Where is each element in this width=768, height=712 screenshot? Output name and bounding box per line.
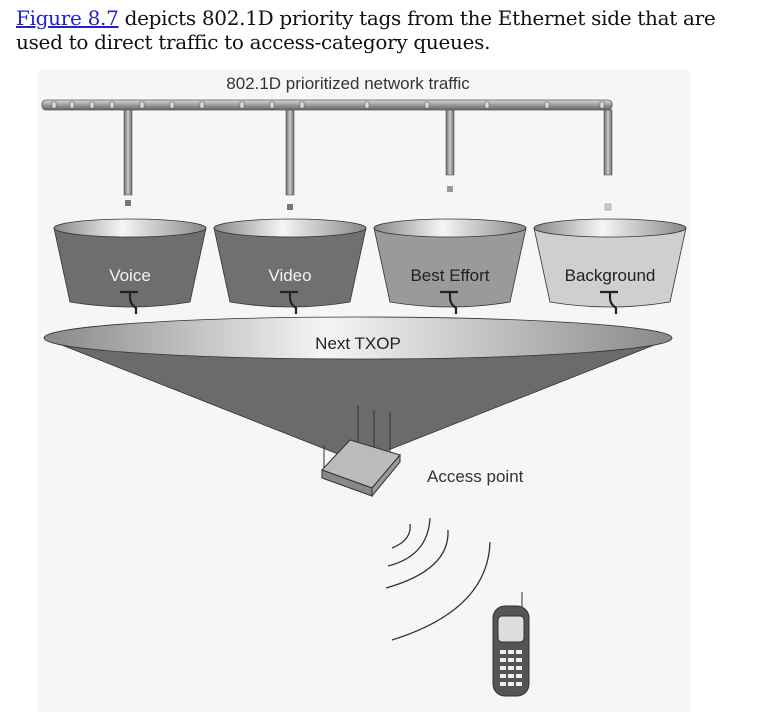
wireless-waves-icon [385, 517, 491, 641]
queue-label: Background [565, 266, 656, 285]
figure-title: 802.1D prioritized network traffic [226, 74, 470, 93]
figure-link[interactable]: Figure 8.7 [16, 6, 119, 30]
access-point-label: Access point [427, 467, 524, 486]
faucet-icon [600, 290, 618, 314]
faucet-icon [280, 290, 298, 314]
txop-label: Next TXOP [315, 334, 401, 353]
queue-bucket-voice: Voice [53, 218, 207, 314]
queue-label: Video [268, 266, 311, 285]
mobile-phone-icon [492, 592, 530, 697]
paragraph-text: depicts 802.1D priority tags from the Et… [16, 6, 716, 54]
faucet-icon [440, 290, 458, 314]
queue-label: Voice [109, 266, 151, 285]
txop-funnel: Next TXOP [43, 316, 673, 463]
queue-bucket-video: Video [213, 218, 367, 314]
queue-bucket-background: Background [533, 218, 687, 314]
intro-paragraph: Figure 8.7 depicts 802.1D priority tags … [16, 6, 756, 54]
network-pipe [41, 99, 613, 211]
queue-label: Best Effort [410, 266, 489, 285]
faucet-icon [120, 290, 138, 314]
access-point-icon [321, 405, 401, 498]
queue-bucket-best-effort: Best Effort [373, 218, 527, 314]
